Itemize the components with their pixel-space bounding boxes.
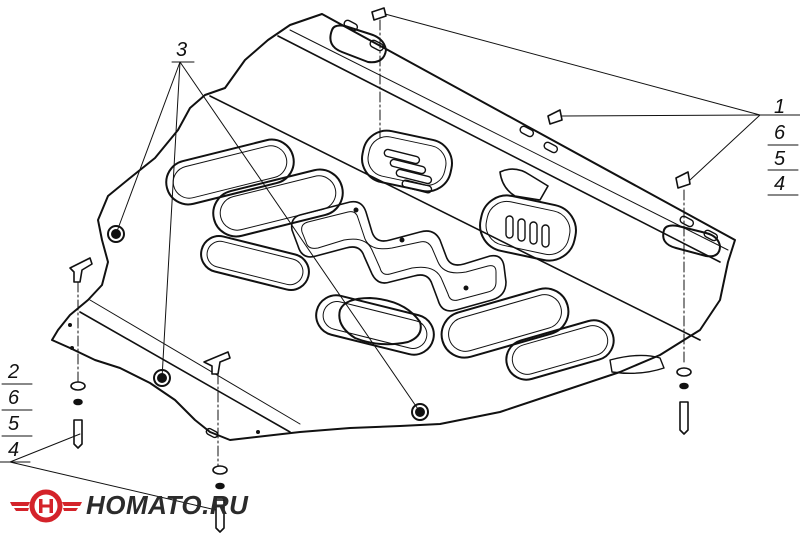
grille-right <box>505 215 550 248</box>
pocket-1 <box>165 138 295 206</box>
callout-right-6: 6 <box>774 122 786 144</box>
grille-top <box>383 148 433 194</box>
left-fold-2 <box>89 299 301 425</box>
ridge-slots <box>205 19 719 439</box>
top-slot <box>329 24 387 64</box>
top-tab <box>499 168 549 201</box>
top-ridge-2 <box>289 29 729 251</box>
right-slot <box>662 224 721 258</box>
pocket-7 <box>609 354 665 375</box>
vent-top <box>361 129 453 193</box>
right-stack-lines <box>767 144 799 196</box>
drain-hole <box>338 297 422 346</box>
pocket-6 <box>505 319 615 381</box>
pocket-1-inner <box>172 145 288 199</box>
pocket-2 <box>212 168 344 238</box>
vent-top-inner <box>367 136 447 186</box>
left-stack-lines <box>1 383 33 437</box>
assembly-axes <box>77 19 685 467</box>
top-ridge <box>277 35 721 263</box>
vent-right <box>479 194 577 262</box>
hardware-stack-bottom <box>212 465 228 533</box>
boss-left <box>107 225 125 243</box>
homato-logo: HOMATO.RU <box>8 486 248 526</box>
leaders-3 <box>115 61 421 413</box>
boss-bottom <box>411 403 429 421</box>
rivet-dots <box>68 207 469 434</box>
callout-left-2: 2 <box>8 361 20 383</box>
callout-left-5: 5 <box>8 413 20 435</box>
callout-right-1: 1 <box>774 96 786 118</box>
leaders-1 <box>384 13 800 181</box>
hardware-stack-right <box>676 367 692 435</box>
callout-right-5: 5 <box>774 148 786 170</box>
vent-right-inner <box>485 200 571 256</box>
pocket-4 <box>315 294 435 356</box>
skid-plate-outline <box>51 13 736 441</box>
homato-mark-icon <box>10 489 82 523</box>
homato-logo-text: HOMATO.RU <box>86 490 249 520</box>
callout-left-4: 4 <box>8 439 20 461</box>
left-fold <box>79 311 291 433</box>
serpentine-inner <box>301 211 497 301</box>
serpentine-channel <box>290 200 507 312</box>
clip-brackets <box>69 7 691 375</box>
hardware-stack-left <box>70 381 86 449</box>
pocket-6-inner <box>511 325 609 375</box>
pocket-3-inner <box>206 240 304 286</box>
callout-right-4: 4 <box>774 173 786 195</box>
pocket-4-inner <box>322 301 428 349</box>
mid-fold <box>209 95 701 341</box>
leaders-left <box>0 433 217 511</box>
callout-left-6: 6 <box>8 387 20 409</box>
pocket-5-inner <box>448 294 562 352</box>
pocket-2-inner <box>219 175 337 231</box>
pocket-3 <box>200 235 310 291</box>
pocket-5 <box>440 287 570 359</box>
callout-3: 3 <box>176 39 188 61</box>
